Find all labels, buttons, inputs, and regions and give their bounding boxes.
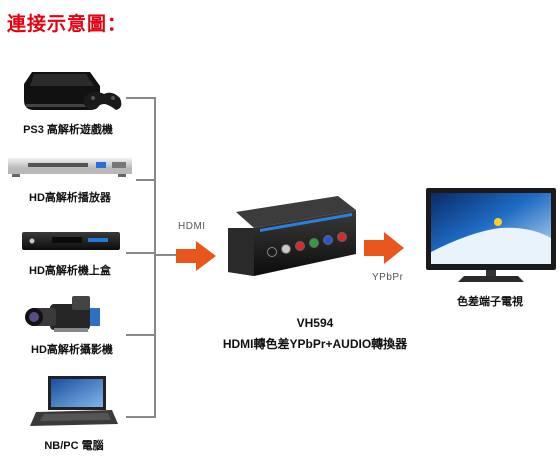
source-bracket [126, 97, 178, 418]
converter-device-icon [228, 196, 356, 276]
source-label-set-top-box: HD高解析機上盒 [29, 265, 111, 277]
display-label: 色差端子電視 [457, 296, 523, 308]
source-label-camcorder: HD高解析攝影機 [31, 344, 113, 356]
device-model: VH594 [296, 316, 334, 330]
device-description: HDMI轉色差YPbPr+AUDIO轉換器 [222, 337, 408, 351]
game-console-icon [24, 72, 122, 110]
television-icon [426, 188, 556, 282]
source-label-player: HD高解析播放器 [29, 192, 111, 204]
hdmi-arrow-icon [176, 241, 216, 271]
media-player-icon [8, 158, 132, 177]
ypbpr-arrow-icon [364, 232, 404, 264]
input-label-hdmi: HDMI [178, 221, 206, 232]
page-title: 連接示意圖： [7, 14, 128, 35]
output-label-ypbpr: YPbPr [372, 272, 404, 283]
laptop-icon [30, 376, 118, 426]
source-label-computer: NB/PC 電腦 [44, 440, 104, 452]
source-label-ps3: PS3 高解析遊戲機 [23, 124, 113, 136]
set-top-box-icon [22, 232, 120, 250]
camcorder-icon [25, 296, 100, 332]
